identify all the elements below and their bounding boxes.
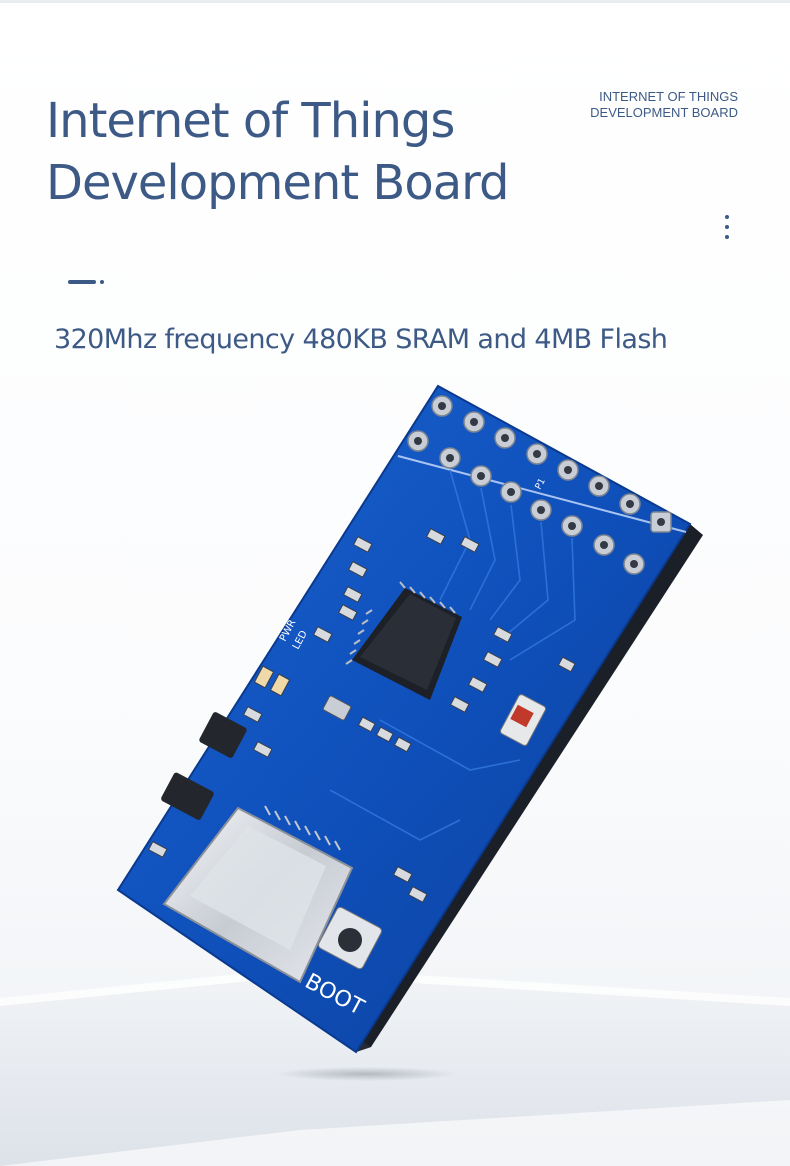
status-leds <box>253 665 291 697</box>
mcu-chip <box>345 581 462 700</box>
regulator <box>199 712 247 758</box>
spec-subtitle: 320Mhz frequency 480KB SRAM and 4MB Flas… <box>54 324 668 355</box>
more-vertical-icon <box>724 215 730 245</box>
boot-button <box>318 906 382 970</box>
pcb-edge <box>356 524 703 1052</box>
usb-c-port <box>162 805 354 984</box>
title-line-1: Internet of Things <box>46 93 455 149</box>
header-pins <box>407 395 672 575</box>
transistor <box>161 772 214 820</box>
top-divider <box>0 0 790 3</box>
header-tag: INTERNET OF THINGS DEVELOPMENT BOARD <box>590 89 738 121</box>
title-line-2: Development Board <box>46 155 509 211</box>
page-title: Internet of Things Development Board <box>46 90 566 214</box>
crystal <box>322 695 352 721</box>
tag-line-2: DEVELOPMENT BOARD <box>590 105 738 120</box>
smd-components <box>147 528 576 903</box>
header-label: P1 <box>534 477 548 492</box>
display-stage <box>0 968 790 1166</box>
tag-line-1: INTERNET OF THINGS <box>599 89 738 104</box>
